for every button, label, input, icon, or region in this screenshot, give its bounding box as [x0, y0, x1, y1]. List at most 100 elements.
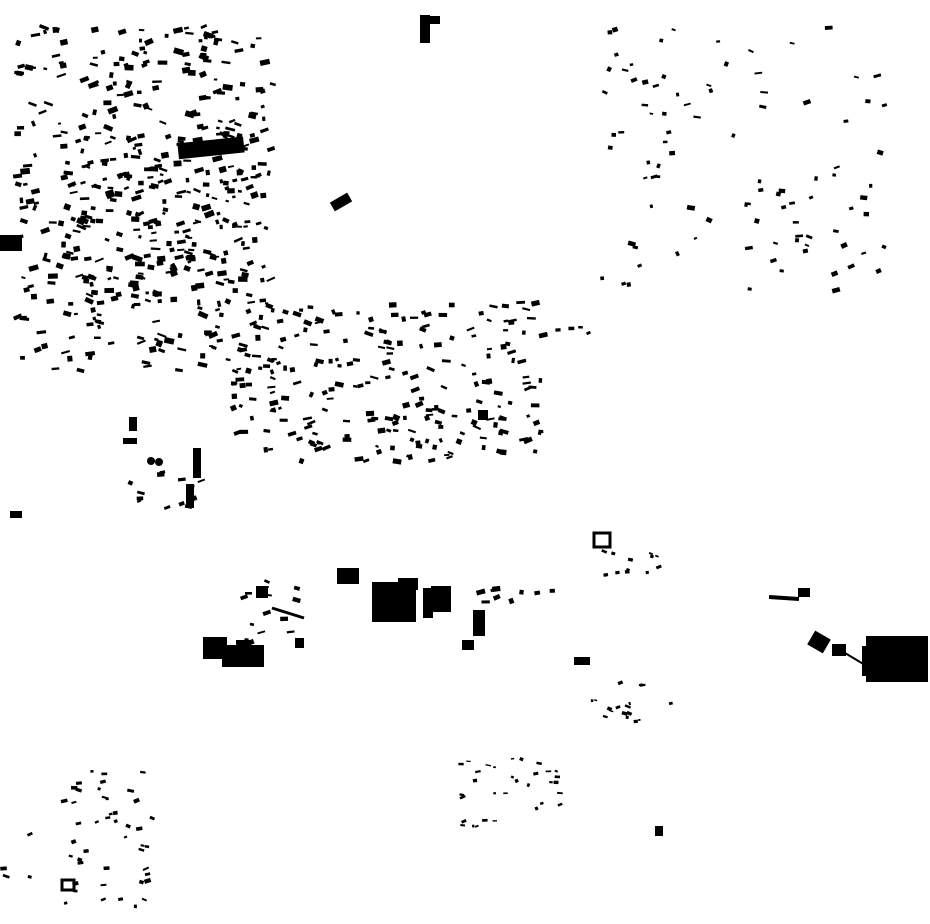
building — [302, 416, 313, 421]
building — [19, 218, 29, 225]
building — [239, 594, 249, 601]
building — [186, 484, 194, 508]
building — [873, 73, 882, 79]
building — [21, 276, 26, 280]
building — [127, 480, 134, 486]
building — [780, 205, 787, 210]
building — [386, 346, 395, 351]
building — [523, 436, 533, 445]
building — [473, 380, 480, 388]
building — [789, 201, 796, 205]
building — [292, 380, 302, 386]
building — [124, 253, 135, 261]
building — [152, 319, 161, 324]
building — [228, 118, 236, 124]
building — [669, 150, 676, 156]
building — [200, 45, 208, 53]
building — [63, 901, 68, 905]
building — [238, 403, 243, 409]
building — [143, 364, 152, 369]
building — [768, 594, 800, 602]
building — [133, 302, 141, 307]
building — [164, 133, 172, 140]
building — [418, 343, 424, 349]
building — [243, 225, 248, 228]
building — [83, 256, 92, 262]
building — [185, 31, 194, 35]
building — [425, 408, 433, 413]
building — [147, 264, 155, 271]
building — [410, 316, 419, 319]
building — [56, 72, 67, 79]
building — [307, 439, 316, 446]
building — [626, 567, 631, 572]
building — [262, 116, 266, 122]
building — [141, 897, 148, 902]
building — [519, 757, 524, 762]
building — [90, 26, 99, 34]
building — [172, 26, 184, 34]
building — [133, 904, 137, 909]
building — [246, 259, 255, 267]
building — [81, 210, 88, 216]
building — [197, 310, 209, 320]
building — [176, 189, 187, 195]
building — [504, 341, 511, 347]
building — [109, 135, 116, 140]
building — [109, 197, 117, 203]
building — [17, 63, 26, 69]
building — [222, 83, 233, 91]
building — [407, 428, 417, 434]
building — [539, 801, 544, 805]
building — [204, 270, 214, 277]
building — [207, 330, 219, 339]
building — [655, 564, 662, 570]
building — [275, 360, 282, 366]
building — [43, 100, 54, 107]
building — [253, 323, 262, 331]
building — [875, 268, 882, 275]
building — [60, 798, 68, 804]
building — [415, 440, 421, 445]
building — [385, 375, 391, 380]
building — [14, 181, 22, 188]
building — [221, 217, 230, 224]
building — [434, 419, 443, 426]
building — [365, 410, 375, 417]
building — [402, 401, 411, 409]
building — [261, 325, 270, 331]
building — [16, 125, 25, 130]
building — [64, 160, 71, 166]
building — [10, 511, 22, 518]
building — [210, 345, 217, 351]
building — [266, 170, 271, 176]
building — [148, 217, 158, 225]
building — [532, 419, 541, 427]
building — [627, 240, 637, 247]
building — [32, 66, 37, 70]
building — [466, 326, 475, 332]
building — [133, 102, 142, 108]
building — [261, 264, 267, 269]
building — [615, 705, 621, 710]
building — [247, 638, 255, 646]
building — [266, 146, 276, 153]
building — [24, 64, 34, 72]
building — [177, 477, 186, 482]
building — [386, 352, 394, 355]
building — [14, 131, 21, 137]
building — [176, 142, 183, 147]
building — [309, 343, 318, 347]
building — [278, 345, 284, 350]
building — [80, 180, 86, 185]
building — [600, 276, 605, 281]
building — [112, 810, 118, 816]
building — [192, 202, 201, 211]
building — [60, 878, 76, 892]
building — [649, 204, 654, 209]
building — [100, 49, 106, 55]
building — [183, 250, 193, 256]
building — [267, 447, 274, 451]
building — [530, 403, 540, 408]
